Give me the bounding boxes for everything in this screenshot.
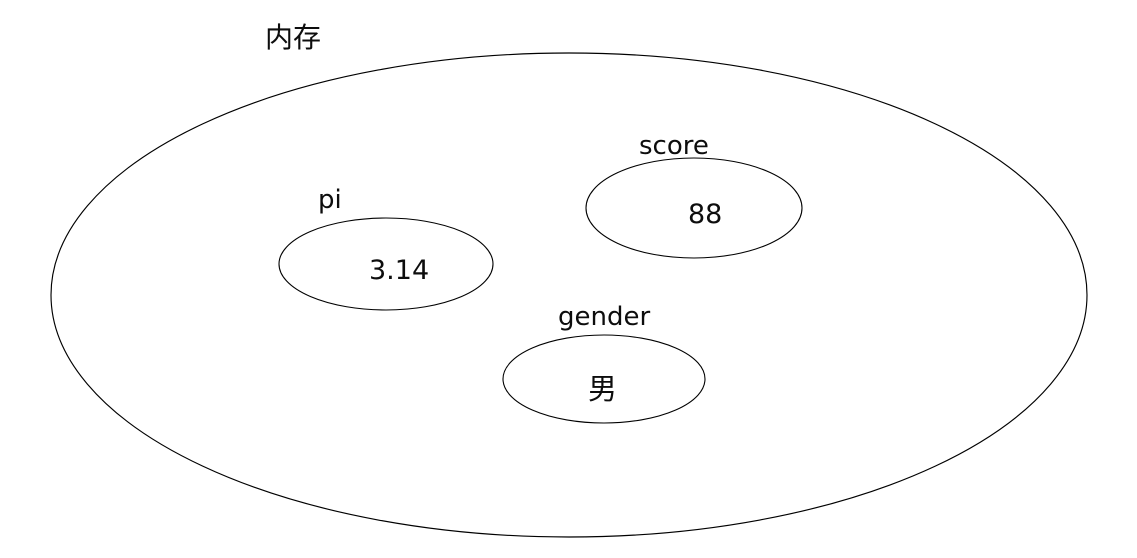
variable-ellipse-gender	[502, 334, 706, 424]
variable-label-gender: gender	[558, 302, 650, 332]
variable-value-pi: 3.14	[369, 255, 429, 286]
variable-label-pi: pi	[318, 185, 342, 215]
variable-ellipse-pi	[278, 217, 494, 311]
variable-value-gender: 男	[588, 372, 617, 406]
memory-container-ellipse	[50, 52, 1088, 538]
variable-value-score: 88	[688, 199, 722, 230]
variable-label-score: score	[639, 131, 709, 161]
variable-ellipse-score	[585, 157, 803, 259]
diagram-title: 内存	[265, 21, 321, 54]
